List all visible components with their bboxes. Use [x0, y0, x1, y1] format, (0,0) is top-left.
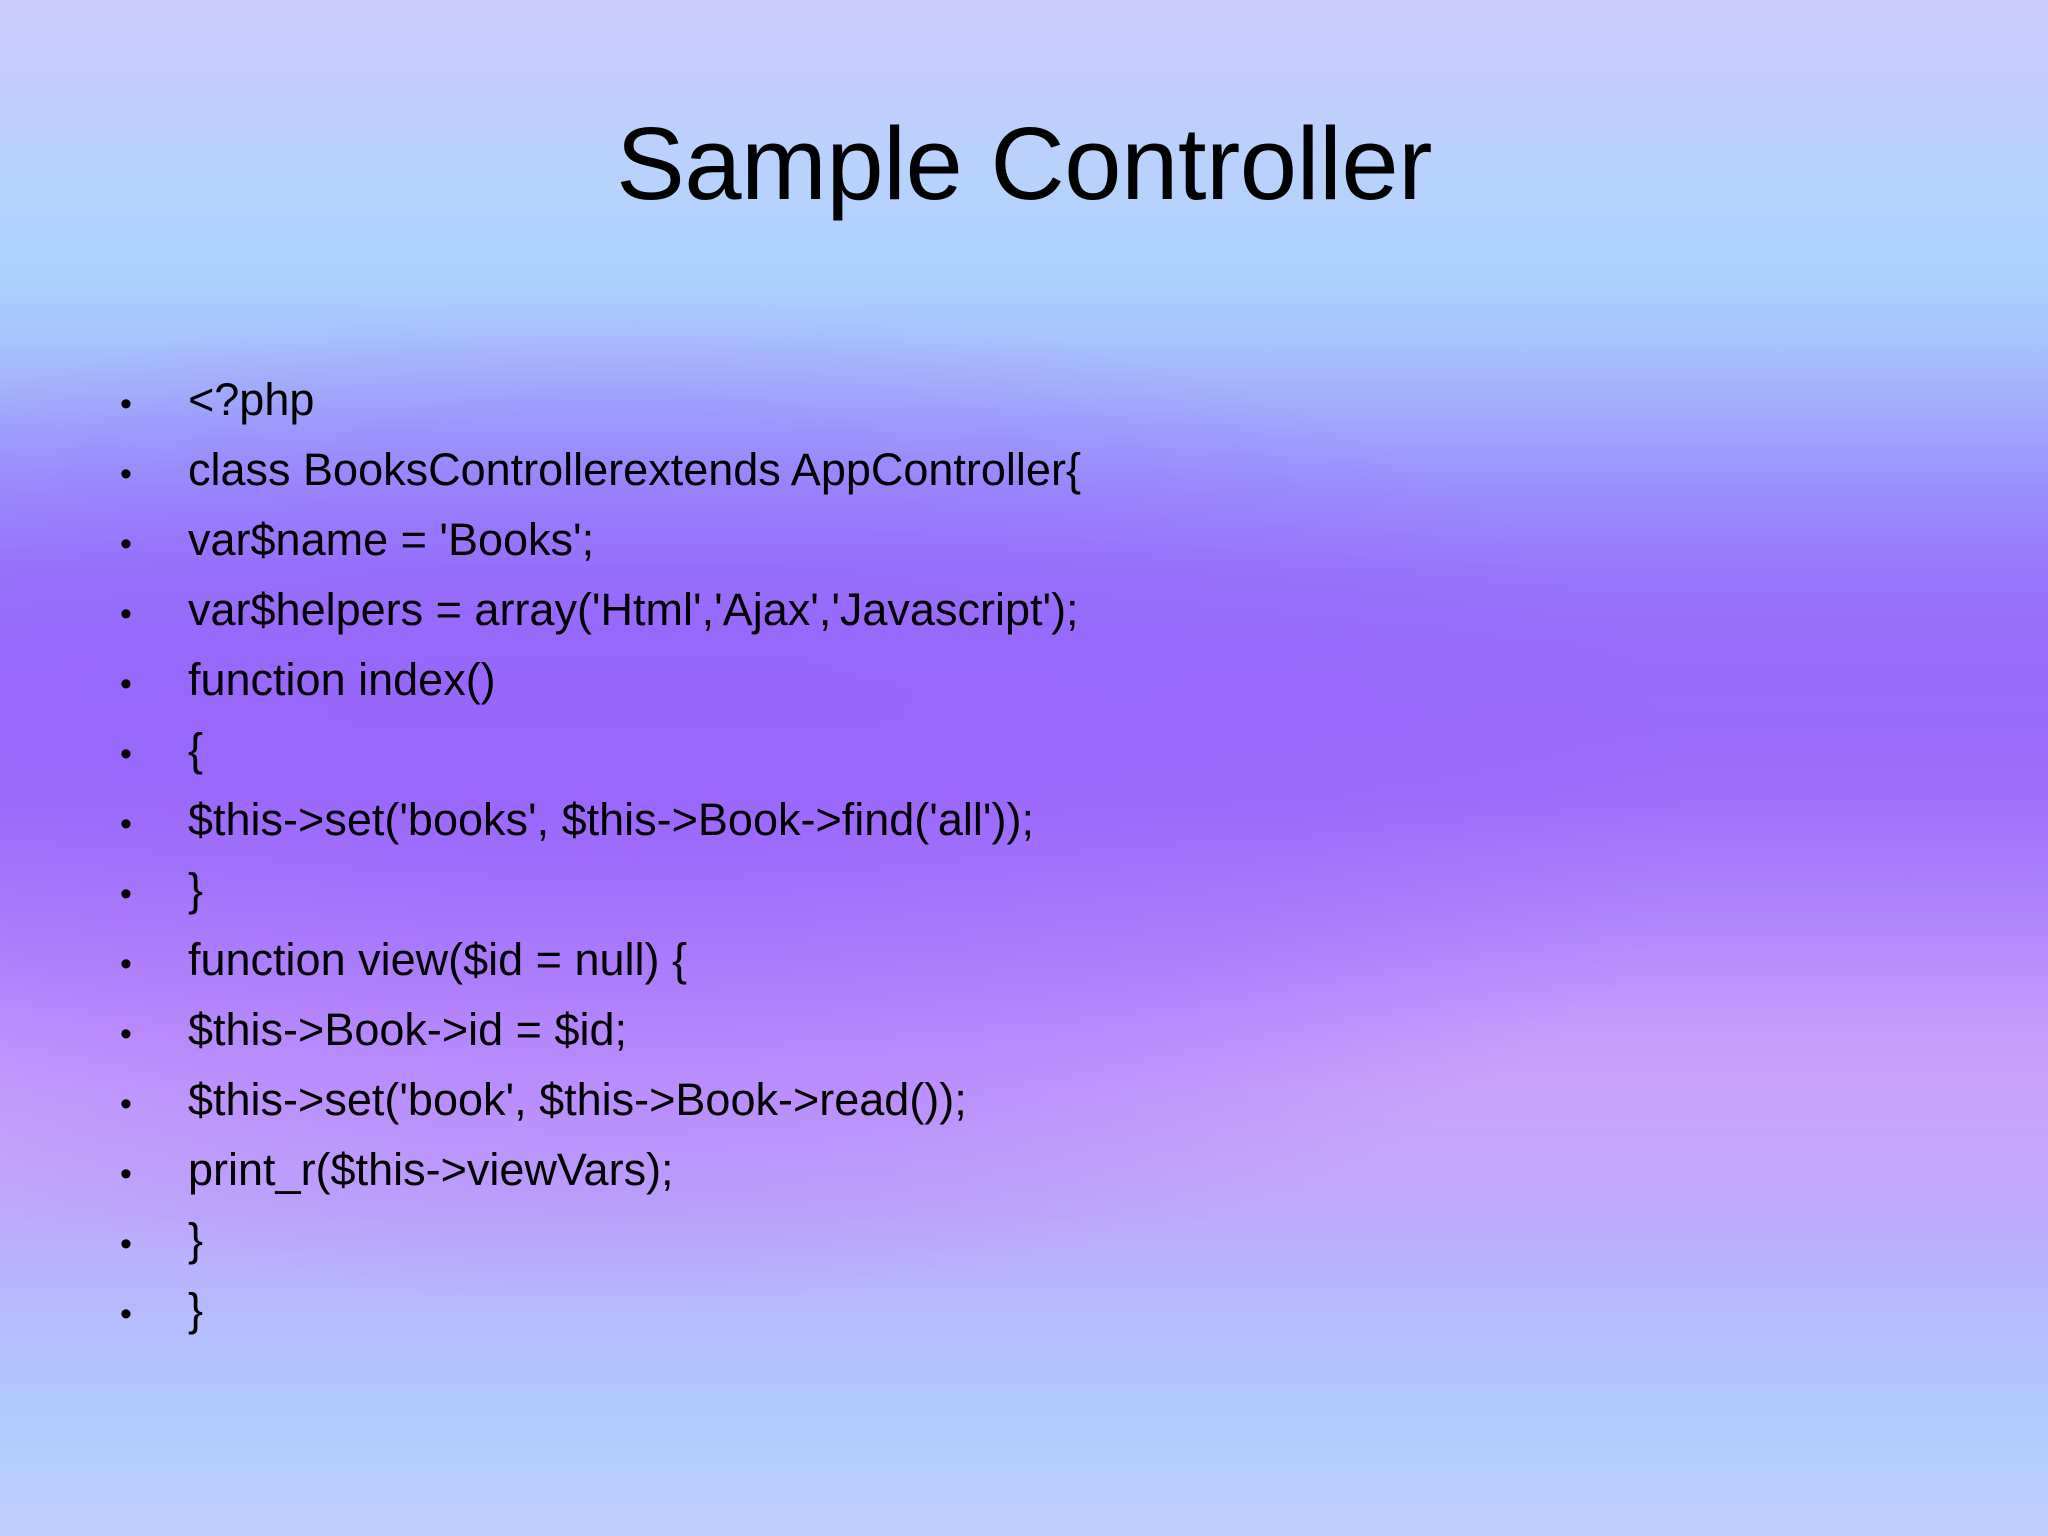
- list-item-label: function view($id = null) {: [188, 934, 688, 985]
- list-item: • class BooksControllerextends AppContro…: [120, 435, 1940, 505]
- list-item-label: var$helpers = array('Html','Ajax','Javas…: [188, 584, 1079, 635]
- list-item: • $this->Book->id = $id;: [120, 995, 1940, 1065]
- list-item: • var$helpers = array('Html','Ajax','Jav…: [120, 575, 1940, 645]
- list-item: • function view($id = null) {: [120, 925, 1940, 995]
- list-item: • var$name = 'Books';: [120, 505, 1940, 575]
- list-item: • }: [120, 1275, 1940, 1345]
- list-item: • }: [120, 1205, 1940, 1275]
- list-item-label: $this->set('book', $this->Book->read());: [188, 1074, 967, 1125]
- bullet-icon: •: [120, 1295, 132, 1333]
- list-item: • print_r($this->viewVars);: [120, 1135, 1940, 1205]
- list-item-label: }: [188, 1284, 204, 1335]
- bullet-icon: •: [120, 1015, 132, 1053]
- bullet-icon: •: [120, 735, 132, 773]
- bullet-icon: •: [120, 1155, 132, 1193]
- bullet-icon: •: [120, 455, 132, 493]
- list-item-label: class BooksControllerextends AppControll…: [188, 444, 1081, 495]
- list-item-label: $this->set('books', $this->Book->find('a…: [188, 794, 1034, 845]
- list-item-label: var$name = 'Books';: [188, 514, 595, 565]
- bullet-icon: •: [120, 1085, 132, 1123]
- list-item-label: $this->Book->id = $id;: [188, 1004, 628, 1055]
- list-item-label: print_r($this->viewVars);: [188, 1144, 674, 1195]
- bullet-icon: •: [120, 385, 132, 423]
- bullet-icon: •: [120, 875, 132, 913]
- list-item-label: }: [188, 1214, 204, 1265]
- list-item-label: {: [188, 724, 204, 775]
- list-item: • function index(): [120, 645, 1940, 715]
- page-title: Sample Controller: [616, 106, 1432, 221]
- list-item: • <?php: [120, 365, 1940, 435]
- bullet-icon: •: [120, 805, 132, 843]
- list-item-label: }: [188, 864, 204, 915]
- list-item: • $this->set('books', $this->Book->find(…: [120, 785, 1940, 855]
- list-item-label: function index(): [188, 654, 496, 705]
- bullet-icon: •: [120, 595, 132, 633]
- list-item-label: <?php: [188, 374, 315, 425]
- bullet-icon: •: [120, 945, 132, 983]
- list-item: • $this->set('book', $this->Book->read()…: [120, 1065, 1940, 1135]
- bullet-icon: •: [120, 1225, 132, 1263]
- list-item: • }: [120, 855, 1940, 925]
- bullet-icon: •: [120, 665, 132, 703]
- code-bullet-list: • <?php • class BooksControllerextends A…: [120, 365, 1940, 1345]
- bullet-icon: •: [120, 525, 132, 563]
- list-item: • {: [120, 715, 1940, 785]
